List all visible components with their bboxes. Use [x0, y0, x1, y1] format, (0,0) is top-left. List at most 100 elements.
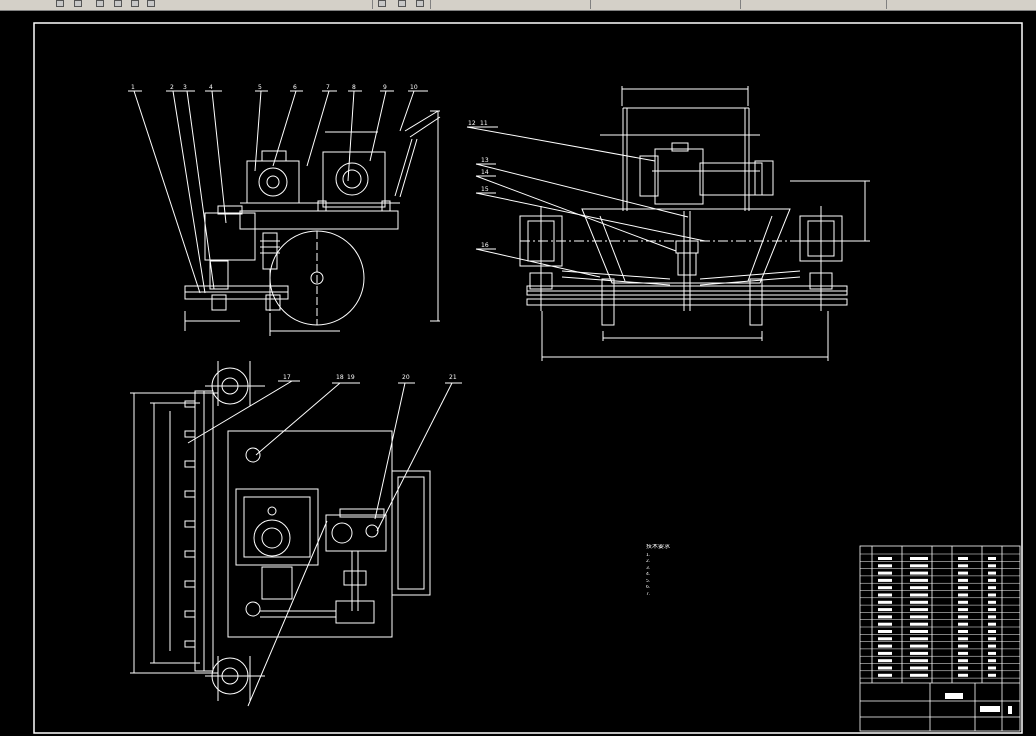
svg-text:8: 8	[352, 84, 356, 91]
parts-list-cell-text	[878, 644, 892, 648]
svg-text:3: 3	[183, 84, 187, 91]
note-item: 6.	[646, 585, 651, 590]
parts-list-cell-text	[910, 622, 928, 626]
note-item: 7.	[646, 591, 651, 597]
parts-list-cell-text	[988, 637, 996, 641]
parts-list-cell-text	[988, 586, 996, 590]
parts-list-cell-text	[988, 622, 996, 626]
parts-list-cell-text	[878, 622, 892, 626]
style-dropdown[interactable]	[892, 0, 1032, 9]
svg-text:21: 21	[449, 374, 457, 381]
svg-text:12: 12	[468, 120, 476, 127]
parts-list-cell-text	[910, 651, 928, 655]
file-icon[interactable]	[96, 0, 104, 7]
svg-text:11: 11	[480, 120, 488, 127]
parts-list-cell-text	[988, 593, 996, 597]
parts-list-cell-text	[910, 578, 928, 582]
color-icon[interactable]	[378, 0, 386, 7]
svg-text:15: 15	[481, 186, 489, 193]
side-view	[466, 86, 870, 361]
parts-list-cell-text	[988, 651, 996, 655]
parts-list-cell-text	[958, 557, 968, 560]
linetype-dropdown[interactable]	[436, 0, 586, 9]
parts-list-cell-text	[878, 651, 892, 655]
svg-text:9: 9	[383, 84, 387, 91]
notes-title: 技术要求	[646, 544, 671, 550]
parts-list-cell-text	[910, 615, 928, 619]
svg-text:16: 16	[481, 242, 489, 249]
parts-list-cell-text	[958, 659, 968, 663]
gear-icon[interactable]	[74, 0, 82, 7]
parts-list-cell-text	[878, 673, 892, 677]
save-icon[interactable]	[147, 0, 155, 7]
svg-text:20: 20	[402, 374, 410, 381]
note-item: 1.	[646, 552, 651, 558]
parts-list-cell-text	[910, 564, 928, 568]
parts-list-cell-text	[988, 571, 996, 575]
parts-list-cell-text	[878, 578, 892, 582]
parts-list-cell-text	[988, 615, 996, 619]
parts-list-cell-text	[988, 644, 996, 648]
parts-list-cell-text	[958, 622, 968, 626]
layer-icon[interactable]	[114, 0, 122, 7]
parts-list-cell-text	[988, 659, 996, 663]
parts-list-cell-text	[910, 673, 928, 677]
layers-icon[interactable]	[56, 0, 64, 7]
lineweight-dropdown[interactable]	[596, 0, 736, 9]
parts-list-cell-text	[878, 571, 892, 575]
svg-text:17: 17	[283, 374, 291, 381]
parts-list-cell-text	[988, 600, 996, 604]
cad-drawing: 1 2 3 4 5 6 7 8 9 10 12 11 13 14 15 16 1…	[33, 22, 1023, 734]
parts-list-cell-text	[878, 666, 892, 670]
parts-list-cell-text	[958, 630, 968, 633]
top-view	[130, 361, 462, 707]
parts-list-cell-text	[958, 586, 968, 590]
svg-text:19: 19	[347, 374, 355, 381]
svg-text:13: 13	[481, 157, 489, 164]
note-item: 2.	[646, 559, 651, 564]
parts-list-cell-text	[958, 615, 968, 619]
parts-list-cell-text	[958, 600, 968, 604]
color-swatch-icon[interactable]	[398, 0, 406, 7]
parts-list-cell-text	[910, 557, 928, 560]
svg-text:5: 5	[258, 84, 262, 91]
parts-list-cell-text	[910, 608, 928, 612]
parts-list-cell-text	[958, 593, 968, 597]
parts-list-cell-text	[878, 608, 892, 612]
parts-list-cell-text	[958, 608, 968, 612]
svg-text:6: 6	[293, 84, 297, 91]
plotstyle-dropdown[interactable]	[746, 0, 876, 9]
parts-list-cell-text	[958, 666, 968, 670]
parts-list-cell-text	[988, 557, 996, 560]
parts-list-cell-text	[878, 586, 892, 590]
parts-list-rows	[860, 553, 1020, 679]
parts-list-cell-text	[958, 673, 968, 677]
parts-list-cell-text	[988, 673, 996, 677]
drawing-canvas[interactable]: 1 2 3 4 5 6 7 8 9 10 12 11 13 14 15 16 1…	[0, 11, 1036, 736]
parts-list-cell-text	[910, 659, 928, 663]
svg-text:18: 18	[336, 374, 344, 381]
parts-list-cell-text	[878, 600, 892, 604]
note-item: 5.	[646, 578, 651, 584]
svg-text:10: 10	[410, 84, 418, 91]
parts-list-cell-text	[878, 637, 892, 641]
parts-list-cell-text	[910, 644, 928, 648]
technical-requirements: 技术要求 1. 2. 3. 4. 5. 6. 7.	[646, 544, 766, 598]
parts-list-cell-text	[988, 630, 996, 633]
parts-list-cell-text	[958, 578, 968, 582]
parts-list-cell-text	[910, 593, 928, 597]
front-view	[128, 90, 441, 336]
svg-text:14: 14	[481, 169, 489, 176]
parts-list-cell-text	[958, 571, 968, 575]
parts-list-cell-text	[988, 564, 996, 568]
pen-icon[interactable]	[131, 0, 139, 7]
swatch-icon[interactable]	[416, 0, 424, 7]
parts-list-cell-text	[910, 666, 928, 670]
parts-list-cell-text	[878, 659, 892, 663]
note-item: 4.	[646, 572, 651, 577]
parts-list-cell-text	[878, 557, 892, 560]
parts-list-cell-text	[958, 644, 968, 648]
drawing-frame	[33, 22, 1023, 734]
note-item: 3.	[646, 565, 651, 571]
parts-list-cell-text	[958, 564, 968, 568]
